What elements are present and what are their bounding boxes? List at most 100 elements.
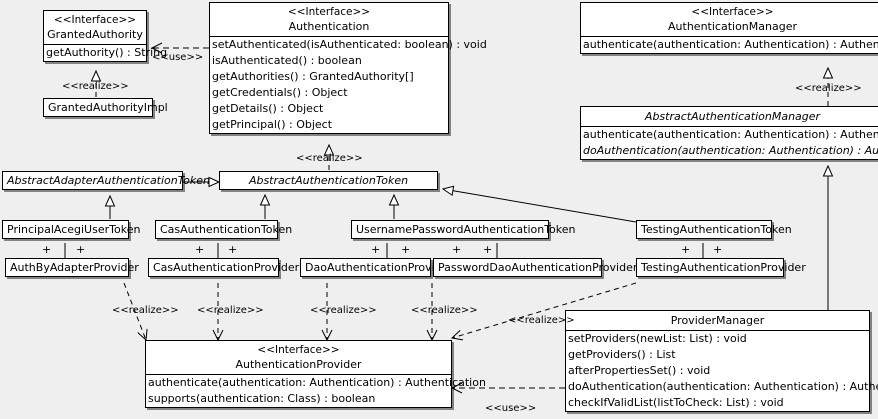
class-header: ProviderManager — [566, 311, 869, 330]
class-name: AbstractAuthenticationToken — [248, 174, 409, 187]
association-marker: + — [713, 243, 723, 256]
class-cas-authentication-provider[interactable]: CasAuthenticationProvider — [148, 258, 300, 277]
class-auth-by-adapter-provider[interactable]: AuthByAdapterProvider — [5, 258, 139, 277]
class-name: DaoAuthenticationProvider — [305, 261, 453, 274]
class-name: PrincipalAcegiUserToken — [7, 223, 141, 236]
method-item: authenticate(authentication: Authenticat… — [148, 376, 486, 389]
class-name: ProviderManager — [670, 314, 765, 327]
class-header: AbstractAuthenticationToken — [220, 172, 437, 189]
methods-compartment: authenticate(authentication: Authenticat… — [581, 36, 878, 53]
class-header: AbstractAdapterAuthenticationToken — [3, 172, 210, 189]
method-item: setAuthenticated(isAuthenticated: boolea… — [212, 38, 487, 51]
edge-label-realize-password-dao-provider: <<realize>> — [411, 305, 478, 316]
class-name: AuthByAdapterProvider — [10, 261, 139, 274]
class-granted-authority[interactable]: <<Interface>> GrantedAuthority getAuthor… — [43, 10, 168, 62]
edge-label-realize-cas-provider: <<realize>> — [197, 305, 264, 316]
class-name: GrantedAuthorityImpl — [48, 101, 168, 114]
class-header: TestingAuthenticationToken — [637, 221, 792, 238]
stereotype-label: <<Interface>> — [287, 6, 371, 18]
class-header: CasAuthenticationToken — [156, 221, 293, 238]
class-password-dao-authentication-provider[interactable]: PasswordDaoAuthenticationProvider — [433, 258, 638, 277]
class-name: AuthenticationManager — [668, 20, 797, 33]
class-name: AbstractAdapterAuthenticationToken — [7, 174, 210, 187]
class-abstract-adapter-authentication-token[interactable]: AbstractAdapterAuthenticationToken — [2, 171, 210, 190]
class-header: UsernamePasswordAuthenticationToken — [352, 221, 576, 238]
edge-label-realize-granted-impl: <<realize>> — [62, 81, 129, 92]
method-item: authenticate(authentication: Authenticat… — [583, 38, 878, 51]
association-marker: + — [195, 243, 205, 256]
class-name: PasswordDaoAuthenticationProvider — [438, 261, 638, 274]
association-marker: + — [483, 243, 493, 256]
class-granted-authority-impl[interactable]: GrantedAuthorityImpl — [43, 98, 168, 117]
class-header: GrantedAuthorityImpl — [44, 99, 168, 116]
method-item: getAuthorities() : GrantedAuthority[] — [212, 70, 414, 83]
class-name: UsernamePasswordAuthenticationToken — [356, 223, 576, 236]
method-item: isAuthenticated() : boolean — [212, 54, 362, 67]
method-item: setProviders(newList: List) : void — [568, 332, 747, 345]
method-item: getPrincipal() : Object — [212, 118, 333, 131]
class-header: <<Interface>> GrantedAuthority — [44, 11, 146, 44]
association-marker: + — [76, 243, 86, 256]
edge-label-realize-testing-provider: <<realize>> — [508, 315, 575, 326]
association-marker: + — [42, 243, 52, 256]
edge-label-use-authentication-granted: <<use>> — [152, 52, 204, 63]
method-item: getProviders() : List — [568, 348, 676, 361]
class-testing-authentication-token[interactable]: TestingAuthenticationToken — [636, 220, 792, 239]
class-header: CasAuthenticationProvider — [149, 259, 300, 276]
method-item: getDetails() : Object — [212, 102, 324, 115]
class-header: AbstractAuthenticationManager — [581, 107, 878, 126]
class-header: <<Interface>> AuthenticationManager — [581, 3, 878, 36]
methods-compartment: setAuthenticated(isAuthenticated: boolea… — [210, 36, 487, 133]
class-header: PrincipalAcegiUserToken — [3, 221, 141, 238]
class-name: Authentication — [288, 20, 370, 33]
class-name: AbstractAuthenticationManager — [644, 110, 821, 123]
class-username-password-authentication-token[interactable]: UsernamePasswordAuthenticationToken — [351, 220, 576, 239]
method-item: authenticate(authentication: Authenticat… — [583, 128, 878, 141]
stereotype-label: <<Interface>> — [53, 14, 137, 26]
method-item: doAuthentication(authentication: Authent… — [568, 380, 878, 393]
class-header: DaoAuthenticationProvider — [301, 259, 453, 276]
association-marker: + — [228, 243, 238, 256]
edge-label-realize-auth-by-adapter: <<realize>> — [112, 305, 179, 316]
class-header: <<Interface>> Authentication — [210, 3, 448, 36]
method-item: afterPropertiesSet() : void — [568, 364, 711, 377]
method-item: doAuthentication(authentication: Authent… — [583, 144, 878, 157]
class-cas-authentication-token[interactable]: CasAuthenticationToken — [155, 220, 293, 239]
stereotype-label: <<Interface>> — [691, 6, 774, 18]
class-abstract-authentication-token[interactable]: AbstractAuthenticationToken — [219, 171, 438, 190]
edge-label-realize-abstract-token: <<realize>> — [296, 153, 363, 164]
class-dao-authentication-provider[interactable]: DaoAuthenticationProvider — [300, 258, 453, 277]
method-item: getCredentials() : Object — [212, 86, 348, 99]
methods-compartment: authenticate(authentication: Authenticat… — [581, 126, 878, 159]
class-header: <<Interface>> AuthenticationProvider — [146, 341, 451, 374]
edge-label-use-provider-manager: <<use>> — [485, 403, 537, 414]
class-header: PasswordDaoAuthenticationProvider — [434, 259, 638, 276]
method-item: checkIfValidList(listToCheck: List) : vo… — [568, 396, 784, 409]
class-name: CasAuthenticationProvider — [153, 261, 300, 274]
association-marker: + — [681, 243, 691, 256]
methods-compartment: setProviders(newList: List) : void getPr… — [566, 330, 878, 411]
association-marker: + — [401, 243, 411, 256]
association-marker: + — [371, 243, 381, 256]
class-abstract-authentication-manager[interactable]: AbstractAuthenticationManager authentica… — [580, 106, 878, 160]
edge-label-realize-dao-provider: <<realize>> — [310, 305, 377, 316]
class-name: AuthenticationProvider — [235, 358, 362, 371]
class-name: TestingAuthenticationProvider — [641, 261, 806, 274]
stereotype-label: <<Interface>> — [257, 344, 340, 356]
class-principal-acegi-user-token[interactable]: PrincipalAcegiUserToken — [2, 220, 141, 239]
methods-compartment: getAuthority() : String — [44, 44, 168, 61]
class-authentication-manager[interactable]: <<Interface>> AuthenticationManager auth… — [580, 2, 878, 54]
class-name: TestingAuthenticationToken — [641, 223, 792, 236]
class-authentication-provider[interactable]: <<Interface>> AuthenticationProvider aut… — [145, 340, 486, 408]
class-authentication[interactable]: <<Interface>> Authentication setAuthenti… — [209, 2, 487, 134]
edge-label-realize-abstract-manager: <<realize>> — [795, 83, 862, 94]
class-header: TestingAuthenticationProvider — [637, 259, 806, 276]
class-provider-manager[interactable]: ProviderManager setProviders(newList: Li… — [565, 310, 878, 412]
association-marker: + — [452, 243, 462, 256]
class-testing-authentication-provider[interactable]: TestingAuthenticationProvider — [636, 258, 806, 277]
methods-compartment: authenticate(authentication: Authenticat… — [146, 374, 486, 407]
class-name: GrantedAuthority — [47, 28, 143, 41]
class-name: CasAuthenticationToken — [160, 223, 293, 236]
method-item: getAuthority() : String — [46, 46, 168, 59]
